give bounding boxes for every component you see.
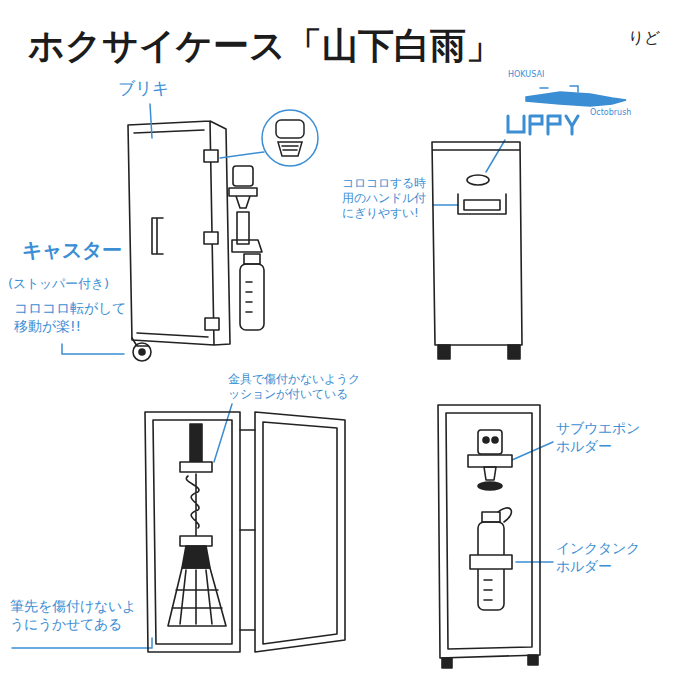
logo-text: Octobrush <box>590 108 660 118</box>
ink-tank <box>240 264 264 330</box>
case-body <box>438 405 540 658</box>
caster-arm <box>132 338 148 346</box>
logo-sticker <box>467 175 489 185</box>
sub-weapon-eye <box>483 437 489 443</box>
case-lid <box>255 412 345 652</box>
latch <box>204 232 218 244</box>
case-handle <box>152 218 163 254</box>
title: ホクサイケース「山下白雨」 <box>28 26 502 66</box>
leader-line <box>486 140 505 172</box>
inset-cushion <box>278 142 302 156</box>
brush-tip <box>190 424 202 464</box>
leader-line <box>12 638 152 648</box>
wheel <box>508 345 520 359</box>
part-note: (ストッパー付き) <box>8 276 142 292</box>
part-note: コロコロ転がして移動が楽!! <box>14 300 132 335</box>
caster-hub <box>139 349 145 355</box>
sub-weapon-base <box>484 467 496 480</box>
ink-tank-holder <box>470 555 512 569</box>
caster-wheel <box>133 343 151 361</box>
logo-brush-handle <box>540 86 578 92</box>
case-half <box>145 412 240 652</box>
latch <box>204 150 218 162</box>
signature: りど <box>628 28 672 48</box>
logo-text: HOKUSAI <box>508 70 568 80</box>
ink-tank-scale <box>484 580 492 600</box>
cushion-clamp <box>180 536 212 546</box>
inset-latch <box>276 120 304 138</box>
leader-line <box>516 561 553 563</box>
wheel <box>442 658 452 668</box>
ink-tank-cap <box>482 512 500 522</box>
case-body <box>128 121 230 345</box>
part-name: サブウエポンホルダー <box>556 420 646 455</box>
case-body <box>432 142 522 345</box>
brush-ferrule <box>182 546 210 568</box>
logo-letters <box>508 116 578 134</box>
sub-weapon <box>233 166 253 186</box>
inset-leader <box>220 152 264 158</box>
part-note: 金具で傷付かないようクッションが付いている <box>228 372 368 402</box>
ink-tank-loop <box>498 508 511 522</box>
brush-grip <box>186 474 199 536</box>
sub-weapon <box>478 430 502 454</box>
logo-brush <box>526 92 626 106</box>
sub-weapon-clip <box>229 188 257 208</box>
part-name: インクタンクホルダー <box>556 540 646 575</box>
case-inner <box>438 405 540 668</box>
leader-line <box>433 204 458 206</box>
wheel <box>438 345 450 359</box>
latch-inset <box>220 110 318 166</box>
sub-weapon-holder <box>468 455 512 467</box>
leader-line <box>62 344 124 354</box>
leader-line <box>150 104 152 138</box>
case-back <box>432 142 522 359</box>
leaders <box>12 104 553 648</box>
open-case <box>145 412 345 652</box>
brush-holder <box>232 240 262 252</box>
latch <box>205 318 219 330</box>
inset-circle <box>262 110 318 166</box>
sub-weapon-foot <box>478 482 502 490</box>
cushion-clamp <box>180 462 212 472</box>
part-note: コロコロする時用のハンドル付にぎりやすい! <box>342 176 428 221</box>
ink-tank-scale <box>246 282 252 312</box>
part-name: キャスター <box>22 238 138 263</box>
brush-bristles <box>168 568 226 626</box>
material-note: ブリキ <box>118 78 188 99</box>
wheel <box>528 655 538 665</box>
closed-case <box>128 121 264 361</box>
pull-handle <box>458 194 506 214</box>
part-note: 筆先を傷付けないようにうかせてある <box>10 598 142 633</box>
hinge <box>240 430 255 630</box>
ink-tank-cap <box>244 254 260 264</box>
sub-weapon-eye <box>492 437 498 443</box>
